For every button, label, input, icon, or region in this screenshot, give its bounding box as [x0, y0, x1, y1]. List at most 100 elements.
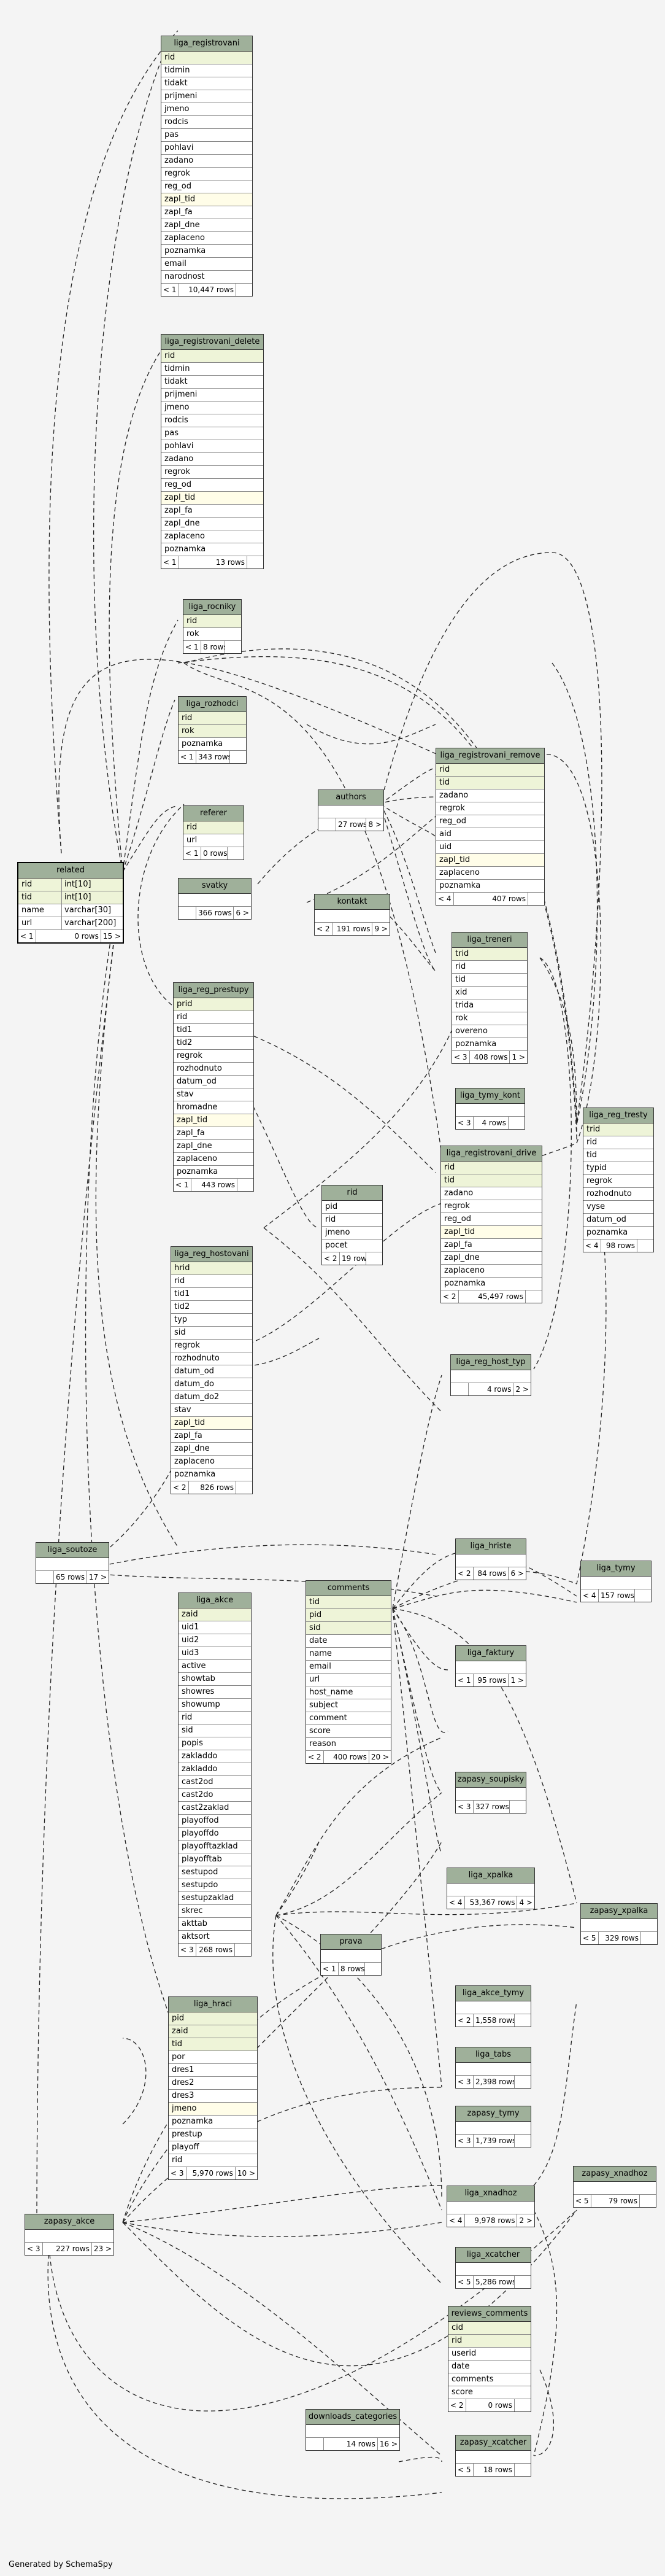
column-row[interactable]: zapl_tid: [436, 854, 544, 867]
column-row[interactable]: jmeno: [161, 103, 252, 116]
table-name[interactable]: liga_soutoze: [36, 1543, 109, 1558]
column-row[interactable]: zaid: [169, 2025, 257, 2038]
column-row[interactable]: rid: [322, 1214, 382, 1227]
column-row[interactable]: tid2: [171, 1301, 252, 1314]
table-name[interactable]: zapasy_akce: [25, 2214, 113, 2230]
table-name[interactable]: liga_hraci: [169, 1997, 257, 2012]
table-name[interactable]: rid: [322, 1185, 382, 1201]
table-name[interactable]: liga_reg_tresty: [583, 1108, 653, 1123]
parents-count[interactable]: [36, 1571, 54, 1583]
column-row[interactable]: uid1: [179, 1621, 251, 1634]
parents-count[interactable]: < 2: [448, 2399, 466, 2411]
column-row[interactable]: zapl_fa: [441, 1239, 542, 1252]
children-count[interactable]: 17 >: [86, 1571, 109, 1583]
column-row[interactable]: tid1: [174, 1024, 253, 1037]
column-row[interactable]: rid: [436, 764, 544, 777]
column-row[interactable]: url: [183, 834, 244, 847]
column-row[interactable]: rozhodnuto: [171, 1352, 252, 1365]
column-row[interactable]: sestupod: [179, 1866, 251, 1879]
parents-count[interactable]: < 1: [18, 930, 36, 942]
table-name[interactable]: liga_reg_prestupy: [174, 983, 253, 998]
column-row[interactable]: regrok: [174, 1050, 253, 1063]
column-row[interactable]: datum_do2: [171, 1391, 252, 1404]
column-row[interactable]: url: [306, 1674, 391, 1686]
table-name[interactable]: zapasy_xnadhoz: [574, 2167, 656, 2182]
children-count[interactable]: 6 >: [508, 1567, 526, 1580]
parents-count[interactable]: [179, 907, 196, 919]
column-row[interactable]: xid: [452, 987, 527, 999]
column-row[interactable]: aid: [436, 828, 544, 841]
table-name[interactable]: related: [18, 863, 123, 879]
column-row[interactable]: reg_od: [161, 479, 263, 492]
column-row[interactable]: zadano: [161, 155, 252, 168]
column-row[interactable]: prijmeni: [161, 389, 263, 402]
parents-count[interactable]: < 1: [161, 284, 179, 296]
column-row[interactable]: poznamka: [161, 245, 252, 258]
column-row[interactable]: score: [448, 2386, 531, 2399]
parents-count[interactable]: < 4: [583, 1240, 601, 1252]
children-count[interactable]: 1 >: [509, 1051, 527, 1063]
column-row[interactable]: zaplaceno: [436, 867, 544, 880]
column-row[interactable]: prijmeni: [161, 90, 252, 103]
column-row[interactable]: dres1: [169, 2064, 257, 2077]
parents-count[interactable]: < 3: [25, 2243, 43, 2255]
table-name[interactable]: liga_akce: [179, 1593, 251, 1608]
column-row[interactable]: cast2od: [179, 1776, 251, 1789]
parents-count[interactable]: < 5: [581, 1932, 599, 1944]
children-count[interactable]: 9 >: [372, 923, 390, 935]
table-name[interactable]: liga_rocniky: [183, 600, 241, 615]
column-row[interactable]: zaid: [179, 1608, 251, 1621]
column-row[interactable]: rid: [161, 52, 252, 64]
children-count[interactable]: [514, 2076, 531, 2088]
children-count[interactable]: [364, 1963, 381, 1975]
parents-count[interactable]: < 5: [456, 2276, 474, 2288]
table-name[interactable]: liga_reg_hostovani: [171, 1247, 252, 1262]
column-row[interactable]: vyse: [583, 1201, 653, 1214]
parents-count[interactable]: < 4: [436, 893, 454, 905]
column-row[interactable]: zapl_tid: [161, 193, 252, 206]
column-row[interactable]: playoff: [169, 2141, 257, 2154]
parents-count[interactable]: < 3: [456, 1801, 474, 1813]
table-name[interactable]: liga_treneri: [452, 933, 527, 948]
column-row[interactable]: rid: [179, 1712, 251, 1724]
column-row[interactable]: tid: [583, 1149, 653, 1162]
column-row[interactable]: zapl_dne: [161, 518, 263, 530]
column-row[interactable]: active: [179, 1660, 251, 1673]
column-row[interactable]: rok: [179, 725, 246, 738]
column-row[interactable]: rid: [169, 2154, 257, 2167]
column-row[interactable]: playofftab: [179, 1853, 251, 1866]
column-row[interactable]: score: [306, 1725, 391, 1738]
column-row[interactable]: sid: [171, 1327, 252, 1340]
column-row[interactable]: comments: [448, 2373, 531, 2386]
parents-count[interactable]: < 4: [447, 2214, 465, 2227]
table-name[interactable]: liga_hriste: [456, 1539, 526, 1554]
column-row[interactable]: dres2: [169, 2077, 257, 2090]
column-row[interactable]: tidakt: [161, 376, 263, 389]
parents-count[interactable]: [306, 2438, 324, 2450]
column-row[interactable]: regrok: [161, 168, 252, 180]
parents-count[interactable]: < 3: [452, 1051, 470, 1063]
parents-count[interactable]: < 5: [456, 2464, 474, 2476]
children-count[interactable]: [528, 893, 544, 905]
children-count[interactable]: 20 >: [368, 1751, 391, 1763]
column-row[interactable]: zapl_dne: [171, 1443, 252, 1456]
parents-count[interactable]: < 1: [321, 1963, 339, 1975]
column-row[interactable]: stav: [174, 1088, 253, 1101]
column-row[interactable]: email: [161, 258, 252, 271]
column-row[interactable]: datum_od: [583, 1214, 653, 1227]
column-row[interactable]: regrok: [441, 1200, 542, 1213]
column-row[interactable]: comment: [306, 1712, 391, 1725]
column-row[interactable]: showtab: [179, 1673, 251, 1686]
column-row[interactable]: pid: [306, 1609, 391, 1622]
